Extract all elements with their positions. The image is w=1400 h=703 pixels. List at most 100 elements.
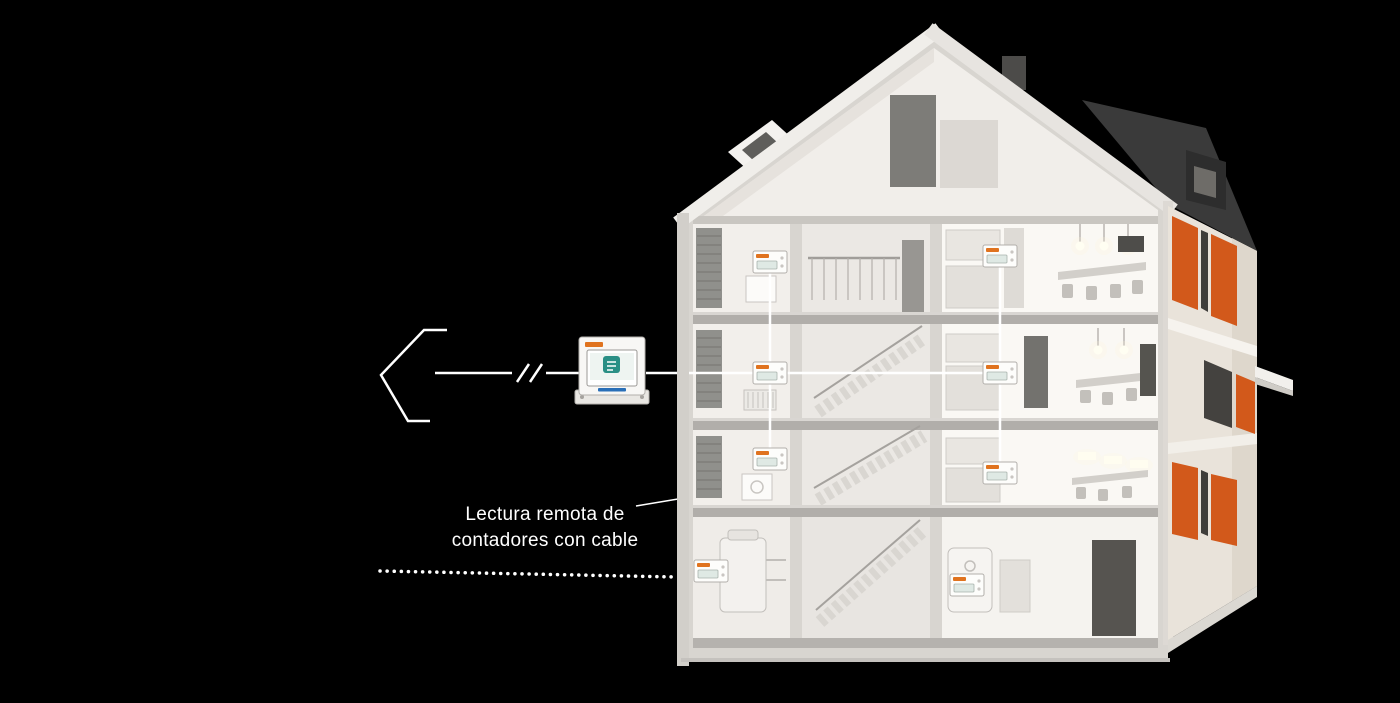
chevron-outline-icon: [379, 328, 447, 423]
device-screw-right: [640, 395, 644, 399]
dark-doorway: [1092, 540, 1136, 636]
window-dark: [1201, 230, 1208, 312]
attic-left-slope-shade: [693, 48, 934, 224]
slab-2b: [693, 421, 1158, 430]
hall-door: [902, 240, 924, 312]
chair: [1110, 284, 1121, 298]
floor-slabs: [693, 312, 1158, 648]
stair-railing: [815, 519, 921, 611]
staircase: [814, 332, 928, 418]
stair-railing: [813, 425, 921, 489]
cabinet-upper: [945, 437, 1001, 465]
meter-device: [752, 447, 788, 471]
dormer-window: [1194, 166, 1216, 198]
annotation-line-2: contadores con cable: [451, 530, 639, 551]
side-canopy: [1255, 366, 1293, 391]
window-dark: [1204, 360, 1232, 428]
shutter-panel: [1211, 474, 1237, 546]
slab-3: [693, 312, 1158, 315]
attic-panel: [940, 120, 998, 188]
panel-light: [1130, 460, 1148, 468]
shutter-panel: [1172, 462, 1198, 540]
shutter-panel: [1172, 216, 1198, 310]
chair: [1086, 286, 1097, 300]
pendant-cords: [1097, 328, 1125, 346]
roof-edge-right: [924, 23, 1178, 216]
washer-door: [750, 480, 764, 494]
annotation-line-1: Lectura remota de: [465, 504, 625, 525]
louver-cabinet: [696, 436, 722, 498]
window-slit: [1140, 344, 1156, 396]
roof-edge-left: [673, 23, 944, 229]
ceiling-slab: [693, 216, 1158, 224]
side-unit: [999, 559, 1031, 613]
louver-cabinet: [696, 228, 722, 308]
cable-break-icon: [515, 363, 544, 383]
chair: [1062, 284, 1073, 298]
device-model-text-mark: [598, 388, 626, 392]
meeting-table: [1058, 262, 1146, 280]
rear-roof: [1002, 56, 1257, 251]
cabinet-upper: [945, 333, 1001, 363]
slab-3b: [693, 315, 1158, 324]
device-display-glyph: [607, 361, 616, 371]
shutter-panel: [1211, 234, 1237, 326]
meter-device: [982, 244, 1018, 268]
dotted-connection-line: [378, 569, 678, 579]
meter-device: [949, 573, 985, 597]
tank-gauge: [964, 560, 976, 572]
meter-device: [982, 361, 1018, 385]
louver-slats: [697, 235, 721, 300]
landing-balusters: [811, 258, 897, 300]
attic-dormer-window: [742, 132, 778, 161]
slab-1: [693, 505, 1158, 508]
bus-cable-left: [435, 363, 579, 383]
fridge-unit: [1024, 336, 1048, 408]
chair: [1076, 487, 1086, 499]
pendant-lamp: [1099, 241, 1109, 251]
dining-table: [1076, 372, 1150, 388]
window-dark: [1201, 470, 1208, 536]
panel-light: [1104, 456, 1122, 464]
tall-cabinet: [1004, 228, 1024, 308]
facade-band-lower: [1168, 433, 1257, 454]
meter-device: [752, 250, 788, 274]
pendant-lamp: [1119, 345, 1129, 355]
meter-device: [982, 461, 1018, 485]
pendant-lamp: [1093, 345, 1103, 355]
staircase: [815, 525, 929, 627]
chair: [1080, 390, 1091, 403]
louver-cabinet: [696, 330, 722, 408]
office-table: [1072, 470, 1148, 485]
right-facade: [1168, 206, 1293, 653]
staircase: [814, 430, 928, 506]
annotation-label: Lectura remota de contadores con cable: [433, 502, 657, 554]
pendant-lamp: [1075, 241, 1085, 251]
chair: [1132, 280, 1143, 294]
louver-slats: [697, 443, 721, 490]
wall-screen: [1118, 236, 1144, 252]
chair: [1126, 388, 1137, 401]
device-brand-mark: [585, 342, 603, 347]
cabinet-lower: [945, 265, 1001, 309]
floor1-mid-hall: [802, 430, 930, 505]
appliance-box: [745, 275, 777, 303]
slab-1b: [693, 508, 1158, 517]
chair: [1098, 489, 1108, 501]
attic: [693, 48, 1158, 224]
side-canopy-underside: [1255, 377, 1293, 396]
boiler-pipes: [766, 559, 786, 581]
boiler-cap: [727, 529, 759, 541]
left-pointer-outline: [379, 328, 447, 423]
stair-railing: [813, 325, 923, 399]
floor1-furnishings: [696, 425, 1153, 506]
shutter-panel: [1236, 374, 1255, 434]
device-display-app-tile: [603, 356, 620, 373]
chair: [1102, 392, 1113, 405]
datalogger-device: [574, 336, 650, 405]
panel-light: [1078, 452, 1096, 460]
chair: [1122, 486, 1132, 498]
orange-shutters: [1172, 216, 1255, 546]
